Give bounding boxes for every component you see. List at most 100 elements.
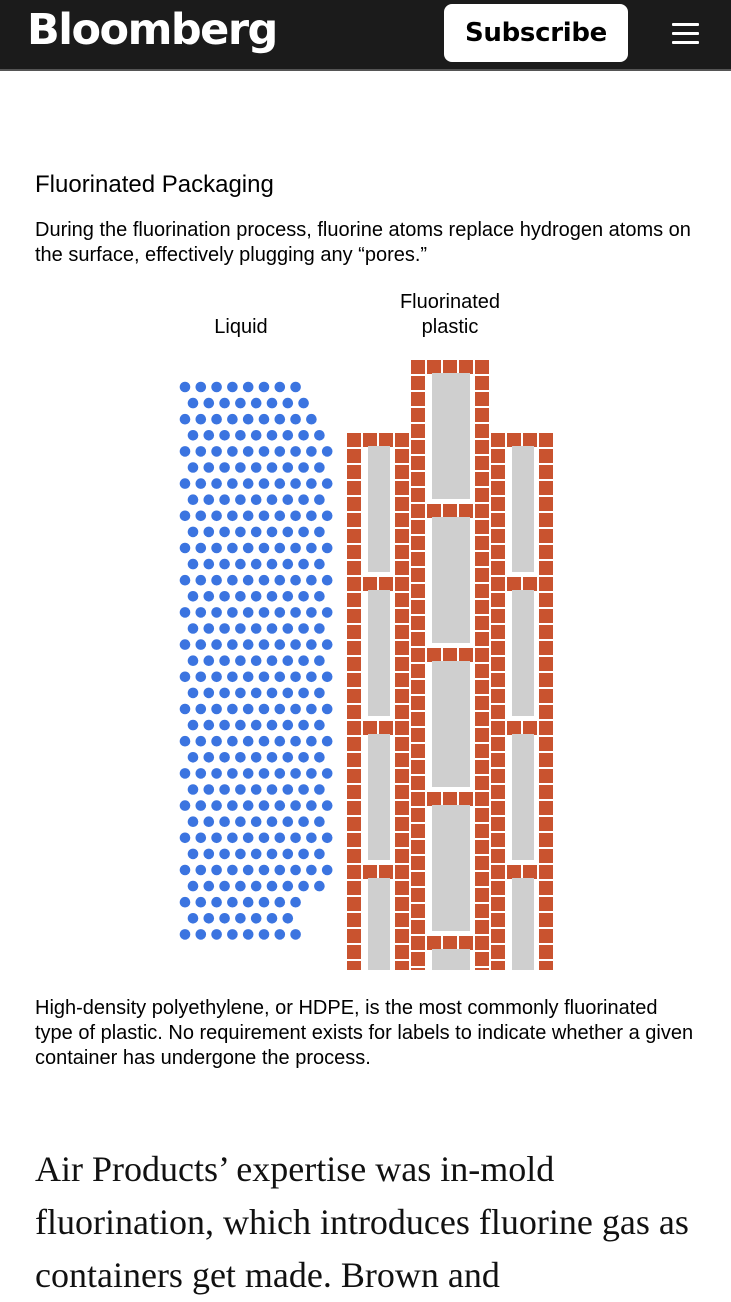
fluorine-atom-square <box>539 529 553 543</box>
fluorine-atom-square <box>363 865 377 879</box>
fluorine-atom-square <box>395 577 409 591</box>
liquid-molecule-dot <box>290 929 301 940</box>
liquid-molecule-dot <box>227 381 238 393</box>
subscribe-button[interactable]: Subscribe <box>444 4 628 62</box>
liquid-molecule-dot <box>187 397 199 409</box>
menu-line <box>672 23 699 26</box>
hamburger-menu-icon[interactable] <box>668 19 704 49</box>
fluorine-atom-square <box>427 360 441 374</box>
fluorine-atom-square <box>411 632 425 646</box>
bloomberg-logo[interactable]: Bloomberg <box>27 5 278 55</box>
fluorine-atom-square <box>491 657 505 671</box>
liquid-molecule-dot <box>266 397 278 409</box>
fluorine-atom-square <box>491 849 505 863</box>
liquid-molecule-dot <box>219 430 230 441</box>
liquid-molecule-dot <box>219 848 230 860</box>
fluorine-atom-square <box>475 968 489 970</box>
fluorine-atom-square <box>539 961 553 970</box>
fluorine-atom-square <box>347 913 361 927</box>
liquid-molecule-dot <box>298 494 309 505</box>
fluorine-atom-square <box>539 769 553 783</box>
liquid-molecule-dot <box>211 864 222 876</box>
liquid-molecule-dot <box>187 784 199 795</box>
liquid-molecule-dot <box>219 494 230 505</box>
liquid-molecules <box>179 381 333 940</box>
liquid-molecule-dot <box>282 784 294 795</box>
liquid-molecule-dot <box>179 542 191 554</box>
fluorine-atom-square <box>347 561 361 575</box>
fluorine-atom-square <box>443 648 457 662</box>
liquid-molecule-dot <box>306 607 317 618</box>
article-paragraph: Air Products’ expertise was in-mold fluo… <box>35 1149 689 1295</box>
liquid-molecule-dot <box>195 478 207 489</box>
fluorine-atom-square <box>427 648 441 662</box>
liquid-molecule-dot <box>274 510 286 522</box>
liquid-molecule-dot <box>266 430 278 441</box>
fluorine-atom-square <box>395 881 409 895</box>
fluorine-atom-square <box>347 881 361 895</box>
liquid-molecule-dot <box>195 832 207 844</box>
fluorine-atom-square <box>395 545 409 559</box>
liquid-molecule-dot <box>298 880 309 892</box>
liquid-molecule-dot <box>250 430 262 441</box>
fluorine-atom-square <box>539 945 553 959</box>
fluorine-atom-square <box>347 497 361 511</box>
liquid-molecule-dot <box>203 462 215 473</box>
liquid-molecule-dot <box>298 591 309 602</box>
liquid-molecule-dot <box>298 687 309 699</box>
polymer-block <box>368 446 390 572</box>
liquid-molecule-dot <box>179 381 191 393</box>
liquid-molecule-dot <box>179 896 191 908</box>
fluorine-atom-square <box>411 392 425 406</box>
fluorine-atom-square <box>411 968 425 970</box>
liquid-molecule-dot <box>250 526 262 538</box>
liquid-molecule-dot <box>211 607 222 618</box>
fluorine-atom-square <box>411 568 425 582</box>
liquid-molecule-dot <box>219 397 230 409</box>
liquid-molecule-dot <box>195 864 207 876</box>
liquid-molecule-dot <box>290 800 301 811</box>
liquid-molecule-dot <box>195 639 207 650</box>
fluorine-atom-square <box>539 625 553 639</box>
liquid-molecule-dot <box>242 478 254 489</box>
liquid-molecule-dot <box>235 462 246 473</box>
liquid-molecule-dot <box>179 832 191 844</box>
liquid-molecule-dot <box>219 462 230 473</box>
liquid-molecule-dot <box>242 896 254 908</box>
liquid-molecule-dot <box>242 542 254 554</box>
liquid-molecule-dot <box>306 542 317 554</box>
liquid-molecule-dot <box>242 768 254 779</box>
liquid-molecule-dot <box>211 896 222 908</box>
fluorine-atom-square <box>395 817 409 831</box>
liquid-molecule-dot <box>314 430 325 441</box>
fluorination-diagram: Liquid Fluorinated plastic <box>179 291 553 970</box>
fluorine-atom-square <box>507 721 521 735</box>
liquid-molecule-dot <box>306 639 317 650</box>
fluorine-atom-square <box>475 408 489 422</box>
fluorine-atom-square <box>347 721 361 735</box>
liquid-molecule-dot <box>203 430 215 441</box>
liquid-molecule-dot <box>258 929 270 940</box>
fluorine-atom-square <box>491 945 505 959</box>
liquid-molecule-dot <box>187 655 199 666</box>
polymer-block <box>512 590 534 716</box>
fluorine-atom-square <box>523 433 537 447</box>
liquid-molecule-dot <box>219 591 230 602</box>
liquid-molecule-dot <box>250 816 262 827</box>
fluorine-atom-square <box>491 721 505 735</box>
fluorine-atom-square <box>395 433 409 447</box>
liquid-molecule-dot <box>179 768 191 779</box>
liquid-molecule-dot <box>282 526 294 538</box>
liquid-molecule-dot <box>211 671 222 683</box>
liquid-molecule-dot <box>274 768 286 779</box>
fluorine-atom-square <box>411 936 425 950</box>
liquid-molecule-dot <box>282 719 294 731</box>
fluorine-atom-square <box>475 504 489 518</box>
liquid-molecule-dot <box>195 510 207 522</box>
fluorine-atom-square <box>539 849 553 863</box>
liquid-molecule-dot <box>227 607 238 618</box>
fluorine-atom-square <box>491 577 505 591</box>
fluorine-atom-square <box>475 744 489 758</box>
liquid-molecule-dot <box>321 639 333 650</box>
liquid-molecule-dot <box>219 623 230 634</box>
